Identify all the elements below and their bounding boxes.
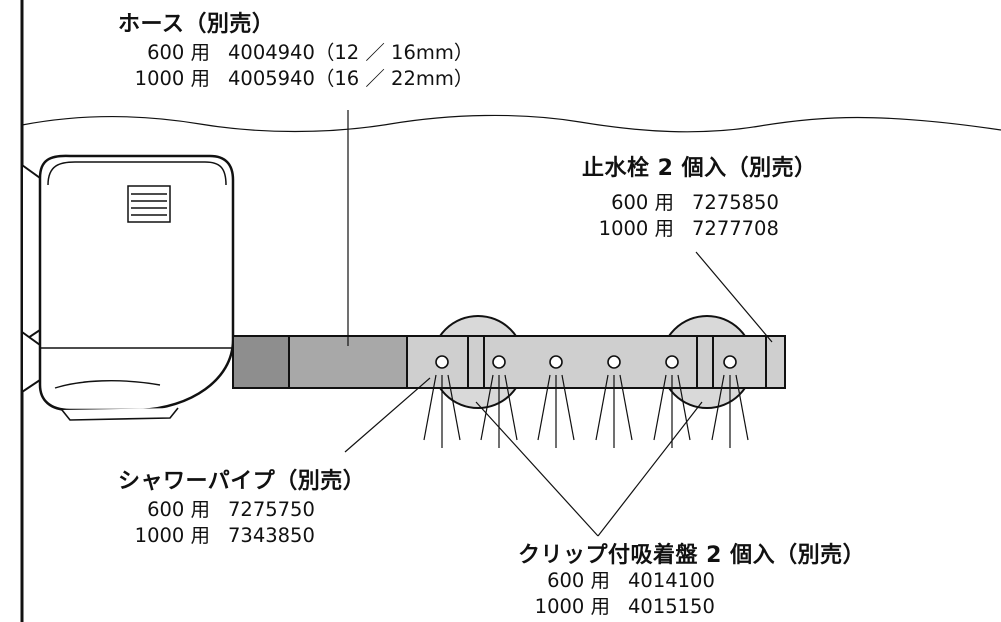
spray-holes <box>435 355 737 369</box>
part-code: 7277708 <box>692 217 779 240</box>
model-label: 600 用 <box>547 569 610 592</box>
leader-suction-cup-right <box>597 401 703 537</box>
valve-row-600: 600 用 7275850 <box>582 190 779 216</box>
hose-row-600: 600 用 4004940（12 ／ 16mm） <box>118 40 473 66</box>
model-label: 600 用 <box>147 41 210 64</box>
hose-title: ホース（別売） <box>118 12 275 37</box>
valve-title: 止水栓 2 個入（別売） <box>582 156 817 181</box>
model-label: 1000 用 <box>134 67 210 90</box>
suction-cup-label: クリップ付吸着盤 2 個入（別売） <box>518 537 865 569</box>
wall-mount-cup-lower <box>21 330 41 394</box>
clip-band-right <box>696 335 714 389</box>
model-label: 1000 用 <box>134 524 210 547</box>
suction-cup-row-600: 600 用 4014100 <box>518 568 715 594</box>
end-valve <box>765 335 786 389</box>
hose-label: ホース（別売） <box>118 6 274 38</box>
part-code: 4004940（12 ／ 16mm） <box>228 41 474 64</box>
leader-suction-cup-left <box>475 401 599 537</box>
valve-row-1000: 1000 用 7277708 <box>582 216 779 242</box>
valve-label: 止水栓 2 個入（別売） <box>582 150 817 182</box>
model-label: 1000 用 <box>598 217 674 240</box>
shower-pipe-row-600: 600 用 7275750 <box>118 497 315 523</box>
suction-cup-title: クリップ付吸着盤 2 個入（別売） <box>518 543 866 568</box>
shower-pipe-row-1000: 1000 用 7343850 <box>118 523 315 549</box>
shower-pipe-specs: 600 用 7275750 1000 用 7343850 <box>118 497 315 549</box>
part-code: 7275750 <box>228 498 315 521</box>
hose-specs: 600 用 4004940（12 ／ 16mm） 1000 用 4005940（16… <box>118 40 474 92</box>
part-code: 4014100 <box>628 569 715 592</box>
leader-valve <box>695 251 773 343</box>
leader-shower-pipe <box>344 377 431 453</box>
model-label: 600 用 <box>611 191 674 214</box>
valve-specs: 600 用 7275850 1000 用 7277708 <box>582 190 779 242</box>
model-label: 600 用 <box>147 498 210 521</box>
water-surface-line <box>21 114 1001 133</box>
wall-mount-cup-upper <box>21 163 41 344</box>
suction-cup-row-1000: 1000 用 4015150 <box>518 594 715 620</box>
part-code: 7275850 <box>692 191 779 214</box>
filter-body <box>38 154 235 421</box>
suction-cup-specs: 600 用 4014100 1000 用 4015150 <box>518 568 715 620</box>
hose-row-1000: 1000 用 4005940（16 ／ 22mm） <box>118 66 474 92</box>
clip-band-left <box>467 335 485 389</box>
part-code: 4015150 <box>628 595 715 618</box>
part-code: 7343850 <box>228 524 315 547</box>
water-spray-lines <box>423 374 749 448</box>
hose-connector <box>232 335 290 389</box>
shower-pipe-title: シャワーパイプ（別売） <box>118 469 366 494</box>
shower-pipe-label: シャワーパイプ（別売） <box>118 463 365 495</box>
model-label: 1000 用 <box>534 595 610 618</box>
part-code: 4005940（16 ／ 22mm） <box>228 67 474 90</box>
